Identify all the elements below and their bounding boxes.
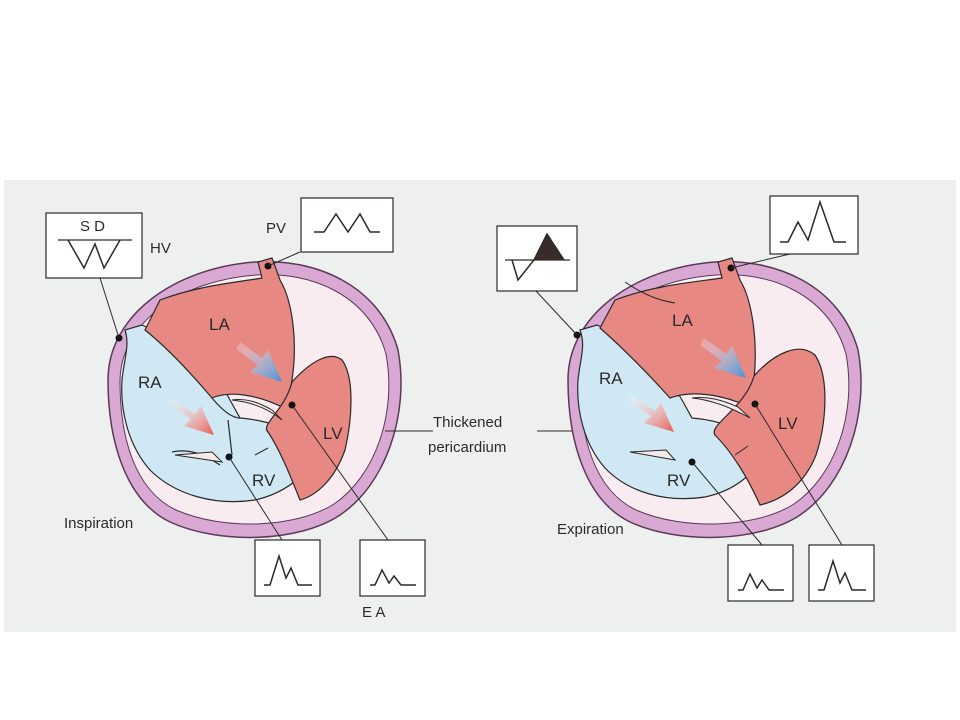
chamber-label-ra: RA <box>138 373 162 392</box>
pv-waveform-trace <box>780 199 846 243</box>
la-vein-mark-right <box>624 281 676 304</box>
hv-waveform-trace <box>67 239 121 270</box>
pv-leader-line <box>730 253 791 269</box>
mitral-waveform-trace <box>818 558 866 591</box>
mitral-waveform-box <box>359 539 426 597</box>
mitral-leader-line <box>291 404 389 541</box>
mitral-leader-line <box>754 403 843 546</box>
heart-expiration: LA RA LV RV Expiration <box>496 195 875 602</box>
tricuspid-tip-left <box>174 451 224 463</box>
pv-vessel-label: PV <box>266 220 286 237</box>
chamber-label-la: LA <box>672 311 693 330</box>
left-atrium-right <box>599 257 756 409</box>
heart-inspiration: LA RA LV RV S D HV PV E A Inspiration <box>45 197 426 621</box>
inspiration-caption: Inspiration <box>64 515 133 532</box>
tricuspid-waveform-trace <box>264 553 312 586</box>
red-flow-arrow-icon <box>168 398 214 435</box>
red-flow-arrow-icon <box>628 395 674 432</box>
hv-reversal-filled-icon <box>534 234 564 260</box>
pv-waveform-box <box>300 197 394 253</box>
tricuspid-waveform-box <box>254 539 321 597</box>
septum-mark-left <box>254 447 269 456</box>
mitral-leaflet-left <box>231 399 283 421</box>
mitral-waveform-label: E A <box>362 604 385 621</box>
hv-leader-line <box>535 290 578 336</box>
chamber-label-ra: RA <box>599 369 623 388</box>
pv-waveform-box <box>769 195 859 255</box>
expiration-caption: Expiration <box>557 521 624 538</box>
chamber-label-lv: LV <box>778 414 798 433</box>
hv-waveform-label: S D <box>80 218 105 235</box>
chamber-label-rv: RV <box>667 471 691 490</box>
blue-flow-arrow-icon <box>700 338 746 378</box>
chamber-label-rv: RV <box>252 471 276 490</box>
blue-flow-arrow-icon <box>236 342 282 382</box>
septum-left <box>211 397 241 419</box>
tricuspid-waveform-box <box>727 544 794 602</box>
mitral-leaflet-right <box>691 397 751 419</box>
hv-leader-line <box>99 277 120 339</box>
hv-waveform-trace <box>511 232 565 282</box>
mitral-waveform-box <box>808 544 875 602</box>
tricuspid-tip-right <box>629 449 677 461</box>
tricuspid-leader-line <box>691 461 763 546</box>
chamber-label-la: LA <box>209 315 230 334</box>
chamber-label-lv: LV <box>323 424 343 443</box>
pv-waveform-trace <box>314 212 380 234</box>
mitral-waveform-trace <box>370 568 416 586</box>
thickened-label: Thickened <box>433 414 502 431</box>
tricuspid-waveform-trace <box>738 572 784 591</box>
tricuspid-leader-line <box>228 456 283 541</box>
pericardium-label: pericardium <box>428 439 506 456</box>
hv-vessel-label: HV <box>150 240 171 257</box>
pv-leader-line <box>267 251 301 267</box>
septum-mark-right <box>734 445 749 456</box>
